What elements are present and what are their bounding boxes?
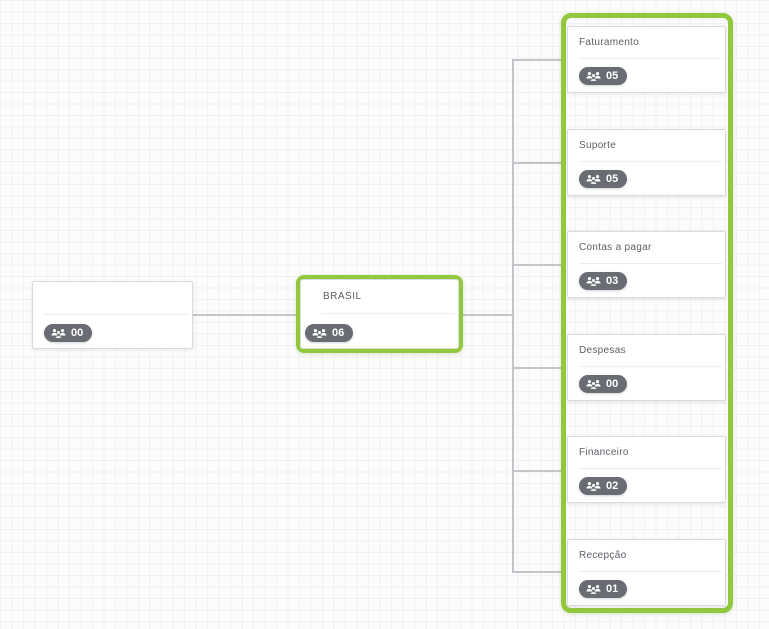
- node-label: Suporte: [579, 140, 617, 151]
- node-divider: [579, 366, 722, 367]
- members-count: 00: [606, 378, 619, 390]
- node-divider: [579, 263, 722, 264]
- connector-stub-despesas: [512, 367, 563, 369]
- members-count: 02: [606, 480, 619, 492]
- members-count-badge[interactable]: 05: [579, 170, 628, 188]
- node-divider: [321, 313, 455, 314]
- users-group-icon: [586, 71, 601, 82]
- members-count: 06: [332, 327, 345, 339]
- members-count-badge[interactable]: 03: [579, 272, 628, 290]
- members-count: 05: [606, 173, 619, 185]
- node-faturamento[interactable]: Faturamento 05: [567, 26, 726, 93]
- node-label: Recepção: [579, 550, 627, 561]
- users-group-icon: [312, 328, 327, 339]
- connector-root-to-parent: [192, 314, 296, 316]
- node-root[interactable]: 00: [32, 281, 193, 349]
- selection-outline-brasil: BRASIL 06: [296, 275, 463, 353]
- node-recepcao[interactable]: Recepção 01: [567, 539, 726, 606]
- connector-stub-recepcao: [512, 571, 563, 573]
- node-divider: [579, 161, 722, 162]
- node-suporte[interactable]: Suporte 05: [567, 129, 726, 196]
- members-count: 01: [606, 583, 619, 595]
- users-group-icon: [586, 481, 601, 492]
- node-label: BRASIL: [323, 291, 362, 302]
- members-count: 05: [606, 70, 619, 82]
- node-divider: [44, 314, 189, 315]
- users-group-icon: [586, 379, 601, 390]
- members-count: 00: [71, 327, 84, 339]
- node-despesas[interactable]: Despesas 00: [567, 334, 726, 401]
- users-group-icon: [586, 276, 601, 287]
- members-count: 03: [606, 275, 619, 287]
- node-label: Financeiro: [579, 447, 629, 458]
- connector-trunk: [512, 59, 514, 573]
- members-count-badge[interactable]: 00: [44, 324, 93, 342]
- node-label: Despesas: [579, 345, 626, 356]
- connector-stub-faturamento: [512, 59, 563, 61]
- users-group-icon: [586, 584, 601, 595]
- users-group-icon: [51, 328, 66, 339]
- node-financeiro[interactable]: Financeiro 02: [567, 436, 726, 503]
- members-count-badge[interactable]: 05: [579, 67, 628, 85]
- connector-stub-financeiro: [512, 470, 563, 472]
- members-count-badge[interactable]: 01: [579, 580, 628, 598]
- node-contas-a-pagar[interactable]: Contas a pagar 03: [567, 231, 726, 298]
- node-divider: [579, 468, 722, 469]
- selection-outline-children-group: Faturamento 05 Suporte 05 Contas a pagar 03…: [561, 13, 733, 613]
- users-group-icon: [586, 174, 601, 185]
- connector-parent-to-trunk: [462, 314, 513, 316]
- node-divider: [579, 58, 722, 59]
- connector-stub-suporte: [512, 162, 563, 164]
- connector-stub-contas-a-pagar: [512, 264, 563, 266]
- members-count-badge[interactable]: 00: [579, 375, 628, 393]
- members-count-badge[interactable]: 06: [305, 324, 354, 342]
- members-count-badge[interactable]: 02: [579, 477, 628, 495]
- node-label: Faturamento: [579, 37, 639, 48]
- node-brasil[interactable]: BRASIL 06: [300, 279, 459, 349]
- node-label: Contas a pagar: [579, 242, 652, 253]
- node-divider: [579, 571, 722, 572]
